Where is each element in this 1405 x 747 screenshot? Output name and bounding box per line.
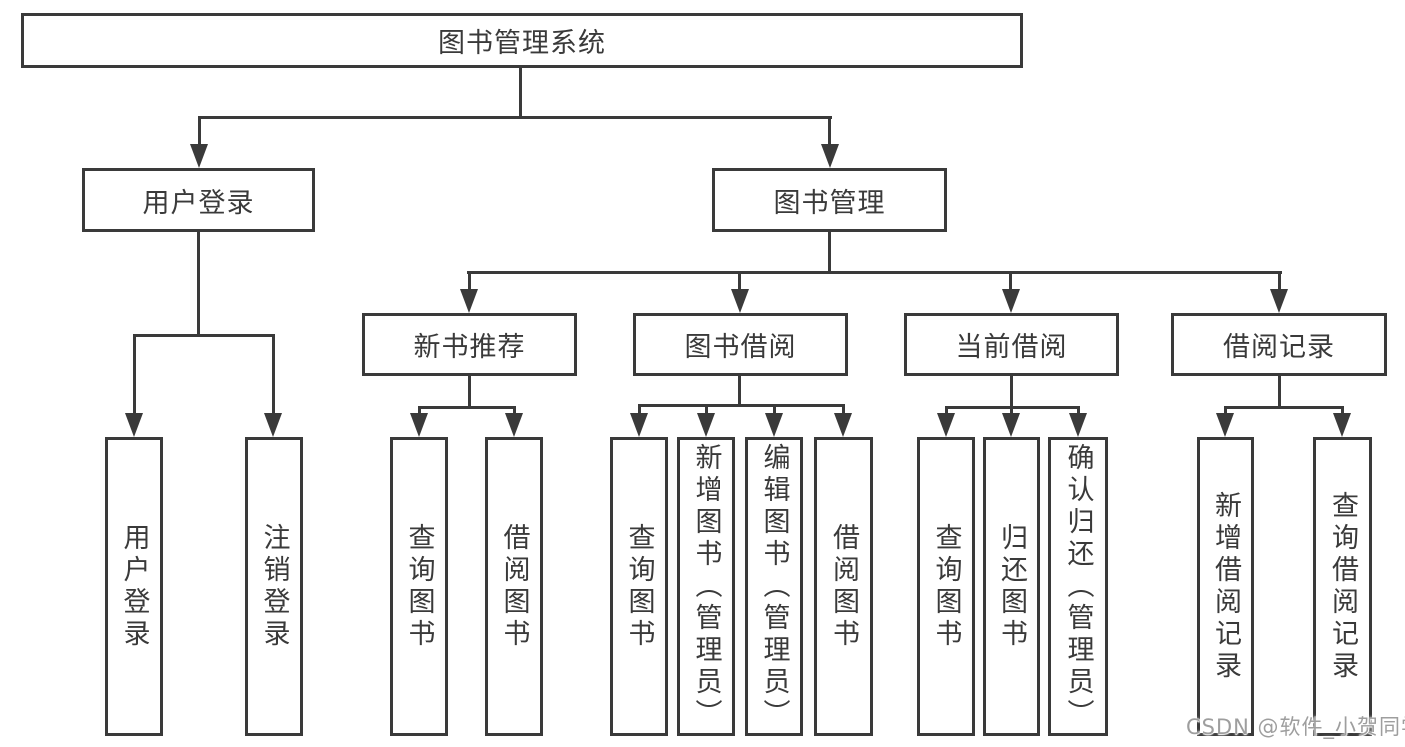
leaf-nb-query-books: 查询图书 bbox=[390, 437, 448, 736]
leaf-bb-edit-books-admin-label: 编辑图书（管理员） bbox=[758, 442, 790, 731]
leaf-cb-return-books: 归还图书 bbox=[983, 437, 1040, 736]
leaf-user-login-label: 用户登录 bbox=[118, 522, 150, 651]
arrow-down-icon bbox=[1270, 289, 1288, 313]
arrow-down-icon bbox=[1002, 413, 1020, 437]
leaf-bb-borrow-books-label: 借阅图书 bbox=[828, 522, 859, 651]
connector-new-book-bar bbox=[418, 406, 516, 409]
node-book-management: 图书管理 bbox=[712, 168, 947, 232]
arrow-down-icon bbox=[190, 144, 208, 168]
connector-line bbox=[1010, 406, 1013, 415]
connector-line bbox=[1278, 271, 1281, 291]
connector-book-borrow-bar bbox=[638, 404, 844, 407]
leaf-cb-query-books: 查询图书 bbox=[917, 437, 975, 736]
arrow-down-icon bbox=[765, 413, 783, 437]
leaf-cb-confirm-return-admin: 确认归还（管理员） bbox=[1048, 437, 1108, 736]
arrow-down-icon bbox=[410, 413, 428, 437]
node-current-borrow-label: 当前借阅 bbox=[955, 332, 1068, 363]
node-root-label: 图书管理系统 bbox=[438, 28, 606, 59]
leaf-bb-query-books: 查询图书 bbox=[610, 437, 668, 736]
leaf-cb-confirm-return-admin-label: 确认归还（管理员） bbox=[1062, 442, 1094, 731]
node-borrow-records-label: 借阅记录 bbox=[1223, 332, 1335, 363]
leaf-bb-add-books-admin-label: 新增图书（管理员） bbox=[690, 442, 722, 731]
leaf-bb-query-books-label: 查询图书 bbox=[623, 522, 655, 651]
leaf-user-login: 用户登录 bbox=[105, 437, 163, 736]
connector-level2-bar bbox=[467, 271, 1282, 274]
arrow-down-icon bbox=[937, 413, 955, 437]
node-root: 图书管理系统 bbox=[21, 13, 1023, 68]
connector-line bbox=[842, 404, 845, 415]
connector-line bbox=[418, 406, 421, 415]
csdn-watermark: CSDN @软件_小贺同学 bbox=[1186, 715, 1405, 739]
connector-line bbox=[705, 404, 708, 415]
arrow-down-icon bbox=[1216, 413, 1234, 437]
arrow-down-icon bbox=[630, 413, 648, 437]
connector-borrow-records-bar bbox=[1224, 406, 1343, 409]
arrow-down-icon bbox=[1069, 413, 1087, 437]
arrow-down-icon bbox=[834, 413, 852, 437]
arrow-down-icon bbox=[505, 413, 523, 437]
leaf-br-query-record: 查询借阅记录 bbox=[1313, 437, 1372, 736]
node-new-book-recommend-label: 新书推荐 bbox=[413, 332, 526, 363]
leaf-br-query-record-label: 查询借阅记录 bbox=[1327, 490, 1358, 683]
node-book-borrow: 图书借阅 bbox=[633, 313, 848, 376]
connector-line bbox=[272, 334, 275, 415]
leaf-logout-label: 注销登录 bbox=[258, 522, 290, 651]
arrow-down-icon bbox=[125, 413, 143, 437]
leaf-br-add-record: 新增借阅记录 bbox=[1197, 437, 1254, 736]
connector-user-login-stem bbox=[197, 232, 200, 337]
node-user-login: 用户登录 bbox=[82, 168, 315, 232]
leaf-br-add-record-label: 新增借阅记录 bbox=[1210, 490, 1241, 683]
arrow-down-icon bbox=[821, 144, 839, 168]
connector-line bbox=[1077, 406, 1080, 415]
node-new-book-recommend: 新书推荐 bbox=[362, 313, 577, 376]
leaf-nb-borrow-books: 借阅图书 bbox=[485, 437, 543, 736]
connector-book-borrow-stem bbox=[738, 376, 741, 407]
connector-line bbox=[198, 116, 201, 146]
leaf-cb-return-books-label: 归还图书 bbox=[996, 522, 1027, 651]
connector-line bbox=[133, 334, 136, 415]
node-borrow-records: 借阅记录 bbox=[1171, 313, 1387, 376]
arrow-down-icon bbox=[697, 413, 715, 437]
arrow-down-icon bbox=[1333, 413, 1351, 437]
connector-line bbox=[773, 404, 776, 415]
connector-line bbox=[468, 271, 471, 291]
node-user-login-label: 用户登录 bbox=[142, 187, 255, 219]
leaf-bb-edit-books-admin: 编辑图书（管理员） bbox=[745, 437, 803, 736]
leaf-nb-borrow-books-label: 借阅图书 bbox=[498, 522, 530, 651]
connector-root-stem bbox=[519, 68, 522, 119]
leaf-bb-add-books-admin: 新增图书（管理员） bbox=[677, 437, 735, 736]
node-book-management-label: 图书管理 bbox=[773, 187, 886, 219]
connector-line bbox=[1224, 406, 1227, 415]
connector-book-mgmt-stem bbox=[828, 232, 831, 274]
connector-line bbox=[828, 116, 831, 146]
connector-level1-bar bbox=[198, 116, 832, 119]
leaf-logout: 注销登录 bbox=[245, 437, 303, 736]
connector-line bbox=[1009, 271, 1012, 291]
node-book-borrow-label: 图书借阅 bbox=[684, 332, 797, 363]
connector-line bbox=[1341, 406, 1344, 415]
connector-user-login-bar bbox=[133, 334, 275, 337]
node-current-borrow: 当前借阅 bbox=[904, 313, 1119, 376]
connector-line bbox=[945, 406, 948, 415]
leaf-cb-query-books-label: 查询图书 bbox=[930, 522, 962, 651]
connector-line bbox=[738, 271, 741, 291]
arrow-down-icon bbox=[1002, 289, 1020, 313]
arrow-down-icon bbox=[264, 413, 282, 437]
arrow-down-icon bbox=[731, 289, 749, 313]
connector-borrow-records-stem bbox=[1278, 376, 1281, 409]
connector-line bbox=[638, 404, 641, 415]
leaf-bb-borrow-books: 借阅图书 bbox=[814, 437, 873, 736]
connector-current-borrow-stem bbox=[1010, 376, 1013, 409]
arrow-down-icon bbox=[460, 289, 478, 313]
connector-new-book-stem bbox=[468, 376, 471, 409]
leaf-nb-query-books-label: 查询图书 bbox=[403, 522, 435, 651]
connector-line bbox=[513, 406, 516, 415]
